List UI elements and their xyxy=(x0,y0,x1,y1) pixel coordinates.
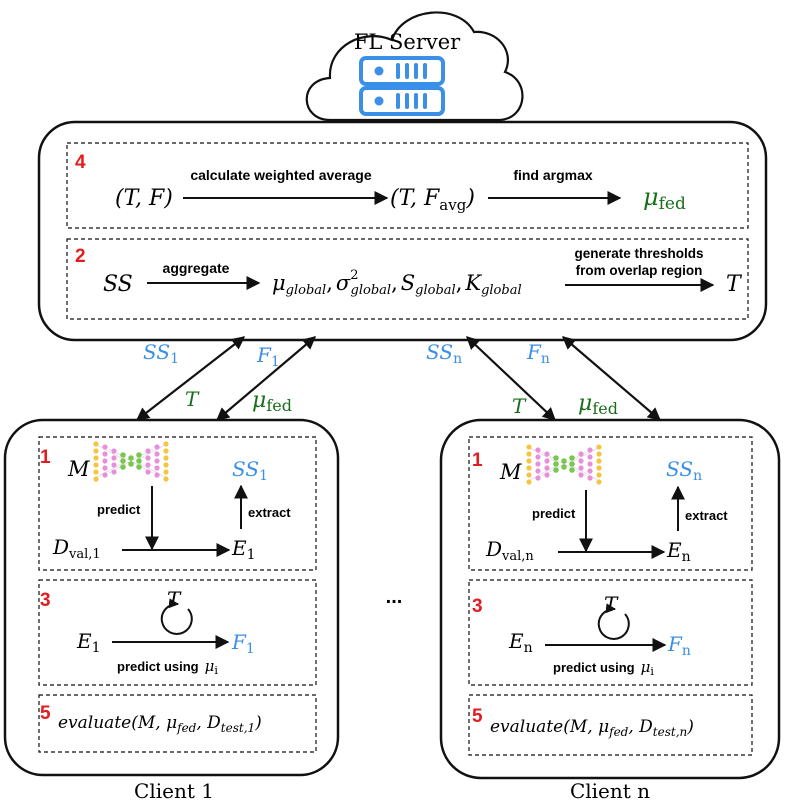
client1-extract-label: extract xyxy=(248,505,291,520)
step2-input-ss: SS xyxy=(103,272,133,297)
step2-arrow1-label: aggregate xyxy=(163,260,230,276)
server-box xyxy=(37,120,768,342)
client1-step1-box xyxy=(38,436,317,571)
link-t-label: T xyxy=(185,387,200,411)
client1-step3-e: E1 xyxy=(76,629,101,656)
client1-dval: Dval,1 xyxy=(52,535,101,562)
clientn-links: SSn Fn T μfed xyxy=(426,336,662,421)
clientn-f: Fn xyxy=(667,632,691,659)
clientn-step3-number: 3 xyxy=(472,596,483,617)
client1-step5-number: 5 xyxy=(40,703,51,724)
clientn-step1-number: 1 xyxy=(472,450,483,471)
clientn-step3-t: T xyxy=(604,592,619,616)
step4-number: 4 xyxy=(75,152,86,173)
link-fn-label: Fn xyxy=(526,340,550,367)
more-clients-ellipsis: ... xyxy=(386,586,403,608)
clientn-evaluate-expr: evaluate(M, μfed, Dtest,n) xyxy=(490,717,694,739)
step2-arrow2-label-line2: from overlap region xyxy=(576,263,703,278)
step4-arrow2-label: find argmax xyxy=(513,167,593,183)
client1-box xyxy=(3,418,340,777)
clientn-extract-label: extract xyxy=(685,508,728,523)
clientn-predict-label: predict xyxy=(532,506,576,521)
clientn-loop-arrow xyxy=(597,603,630,640)
clientn-step5-box xyxy=(468,694,753,756)
neural-network-icon xyxy=(93,441,169,482)
link-ss1-label: SS1 xyxy=(143,340,179,367)
client1-links: SS1 F1 T μfed xyxy=(135,336,317,421)
clientn-step5-number: 5 xyxy=(472,706,483,727)
server-rack-icon xyxy=(359,56,445,116)
client1-step1-number: 1 xyxy=(40,447,51,468)
clientn-e: En xyxy=(666,538,691,565)
client1-ss-output: SS1 xyxy=(232,457,268,484)
step2-arrow2-label-line1: generate thresholds xyxy=(574,246,703,261)
clientn-model: M xyxy=(499,460,522,484)
client1-name: Client 1 xyxy=(134,779,214,802)
clientn-box xyxy=(439,418,781,780)
client-1: 1 M SS1 predict extract Dval,1 E1 3 T E1… xyxy=(3,418,340,802)
client1-predict-label: predict xyxy=(97,502,141,517)
client1-model: M xyxy=(67,457,90,481)
clientn-step3-e: En xyxy=(508,629,533,656)
client1-f: F1 xyxy=(231,630,255,657)
client1-step3-box xyxy=(38,579,317,686)
link-mu-fed-label: μfed xyxy=(252,388,292,415)
clientn-step1-box xyxy=(468,436,753,571)
clientn-ss-output: SSn xyxy=(666,457,702,484)
server-title: FL Server xyxy=(354,30,461,54)
link-f1-label: F1 xyxy=(256,343,280,370)
mu-fed-output: μfed xyxy=(643,183,686,214)
client1-step3-number: 3 xyxy=(40,590,51,611)
clientn-step3-box xyxy=(468,579,753,686)
fl-server: FL Server xyxy=(305,11,524,122)
step2-box xyxy=(66,238,749,320)
client-n: 1 M SSn predict extract Dval,n En 3 T En… xyxy=(439,418,781,802)
step4-arrow1-label: calculate weighted average xyxy=(190,167,372,183)
client1-evaluate-expr: evaluate(M, μfed, Dtest,1) xyxy=(58,713,262,735)
step4-input: (T, F) xyxy=(115,186,173,211)
step4-box xyxy=(66,142,749,229)
link-mu-fed-label-n: μfed xyxy=(578,391,618,418)
link-clientn-f-mu xyxy=(561,336,662,421)
neural-network-icon xyxy=(526,444,602,485)
link-client1-f-mu xyxy=(215,336,317,421)
link-clientn-ss-t xyxy=(466,336,556,421)
link-t-label-n: T xyxy=(512,394,527,418)
link-ssn-label: SSn xyxy=(426,340,462,367)
client1-step3-t: T xyxy=(167,587,182,611)
step2-number: 2 xyxy=(75,246,86,267)
clientn-name: Client n xyxy=(570,779,650,802)
clientn-dval: Dval,n xyxy=(485,537,534,564)
step2-output-t: T xyxy=(726,272,743,297)
client1-loop-arrow xyxy=(160,598,193,635)
step4-mid: (T, Favg) xyxy=(390,186,475,214)
client1-e: E1 xyxy=(231,536,256,563)
client1-step5-box xyxy=(38,694,317,753)
